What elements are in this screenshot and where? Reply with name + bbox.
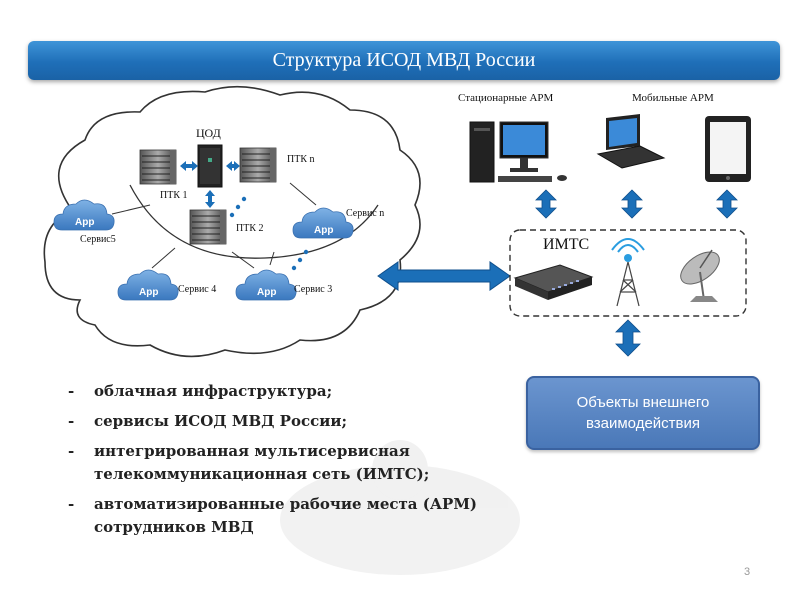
label-ptkn: ПТК n xyxy=(287,154,315,165)
satellite-dish-icon xyxy=(680,249,720,302)
bullet-item: -автоматизированные рабочие места (АРМ) … xyxy=(68,495,478,536)
svg-text:App: App xyxy=(314,225,333,236)
server-rack-icon-ptk1 xyxy=(139,149,177,185)
app-cloud-icon-service4: App xyxy=(117,269,179,301)
network-switch-icon xyxy=(513,264,594,300)
label-servicen: Сервис n xyxy=(346,208,385,219)
app-cloud-icon-service3: App xyxy=(235,269,297,301)
label-ptk2: ПТК 2 xyxy=(236,223,264,234)
page-number: 3 xyxy=(744,566,751,578)
label-service3: Сервис 3 xyxy=(294,284,333,295)
label-service4: Сервис 4 xyxy=(178,284,217,295)
bullet-list: -облачная инфраструктура; -сервисы ИСОД … xyxy=(68,380,488,546)
tablet-icon xyxy=(705,116,751,182)
label-imts: ИМТС xyxy=(543,236,590,253)
slide-title: Структура ИСОД МВД России xyxy=(28,41,780,80)
double-arrow-cloud-imts xyxy=(377,261,511,291)
label-ptk1: ПТК 1 xyxy=(160,190,188,201)
svg-text:App: App xyxy=(257,287,276,298)
bullet-item: -интегрированная мультисервисная телеком… xyxy=(68,442,430,483)
app-cloud-icon-service5: App xyxy=(53,199,115,231)
label-stationary-arm: Стационарные АРМ xyxy=(458,92,554,104)
label-mobile-arm: Мобильные АРМ xyxy=(632,92,714,104)
emblem-watermark xyxy=(280,440,520,575)
svg-text:App: App xyxy=(75,217,94,228)
label-tsod: ЦОД xyxy=(196,126,221,140)
label-service5: Сервис5 xyxy=(80,234,116,245)
server-rack-icon-ptkn xyxy=(239,147,277,183)
server-rack-icon-tsod xyxy=(197,144,223,188)
radio-tower-icon xyxy=(611,238,645,307)
desktop-pc-icon xyxy=(469,121,567,183)
bullet-item: -сервисы ИСОД МВД России; xyxy=(68,412,348,430)
bullet-item: -облачная инфраструктура; xyxy=(68,382,333,400)
laptop-icon xyxy=(596,114,666,169)
imts-box xyxy=(509,229,747,317)
app-cloud-icon-servicen: App xyxy=(292,207,354,239)
svg-text:App: App xyxy=(139,287,158,298)
external-objects-box: Объекты внешнего взаимодействия xyxy=(526,376,760,450)
server-rack-icon-ptk2 xyxy=(189,209,227,245)
